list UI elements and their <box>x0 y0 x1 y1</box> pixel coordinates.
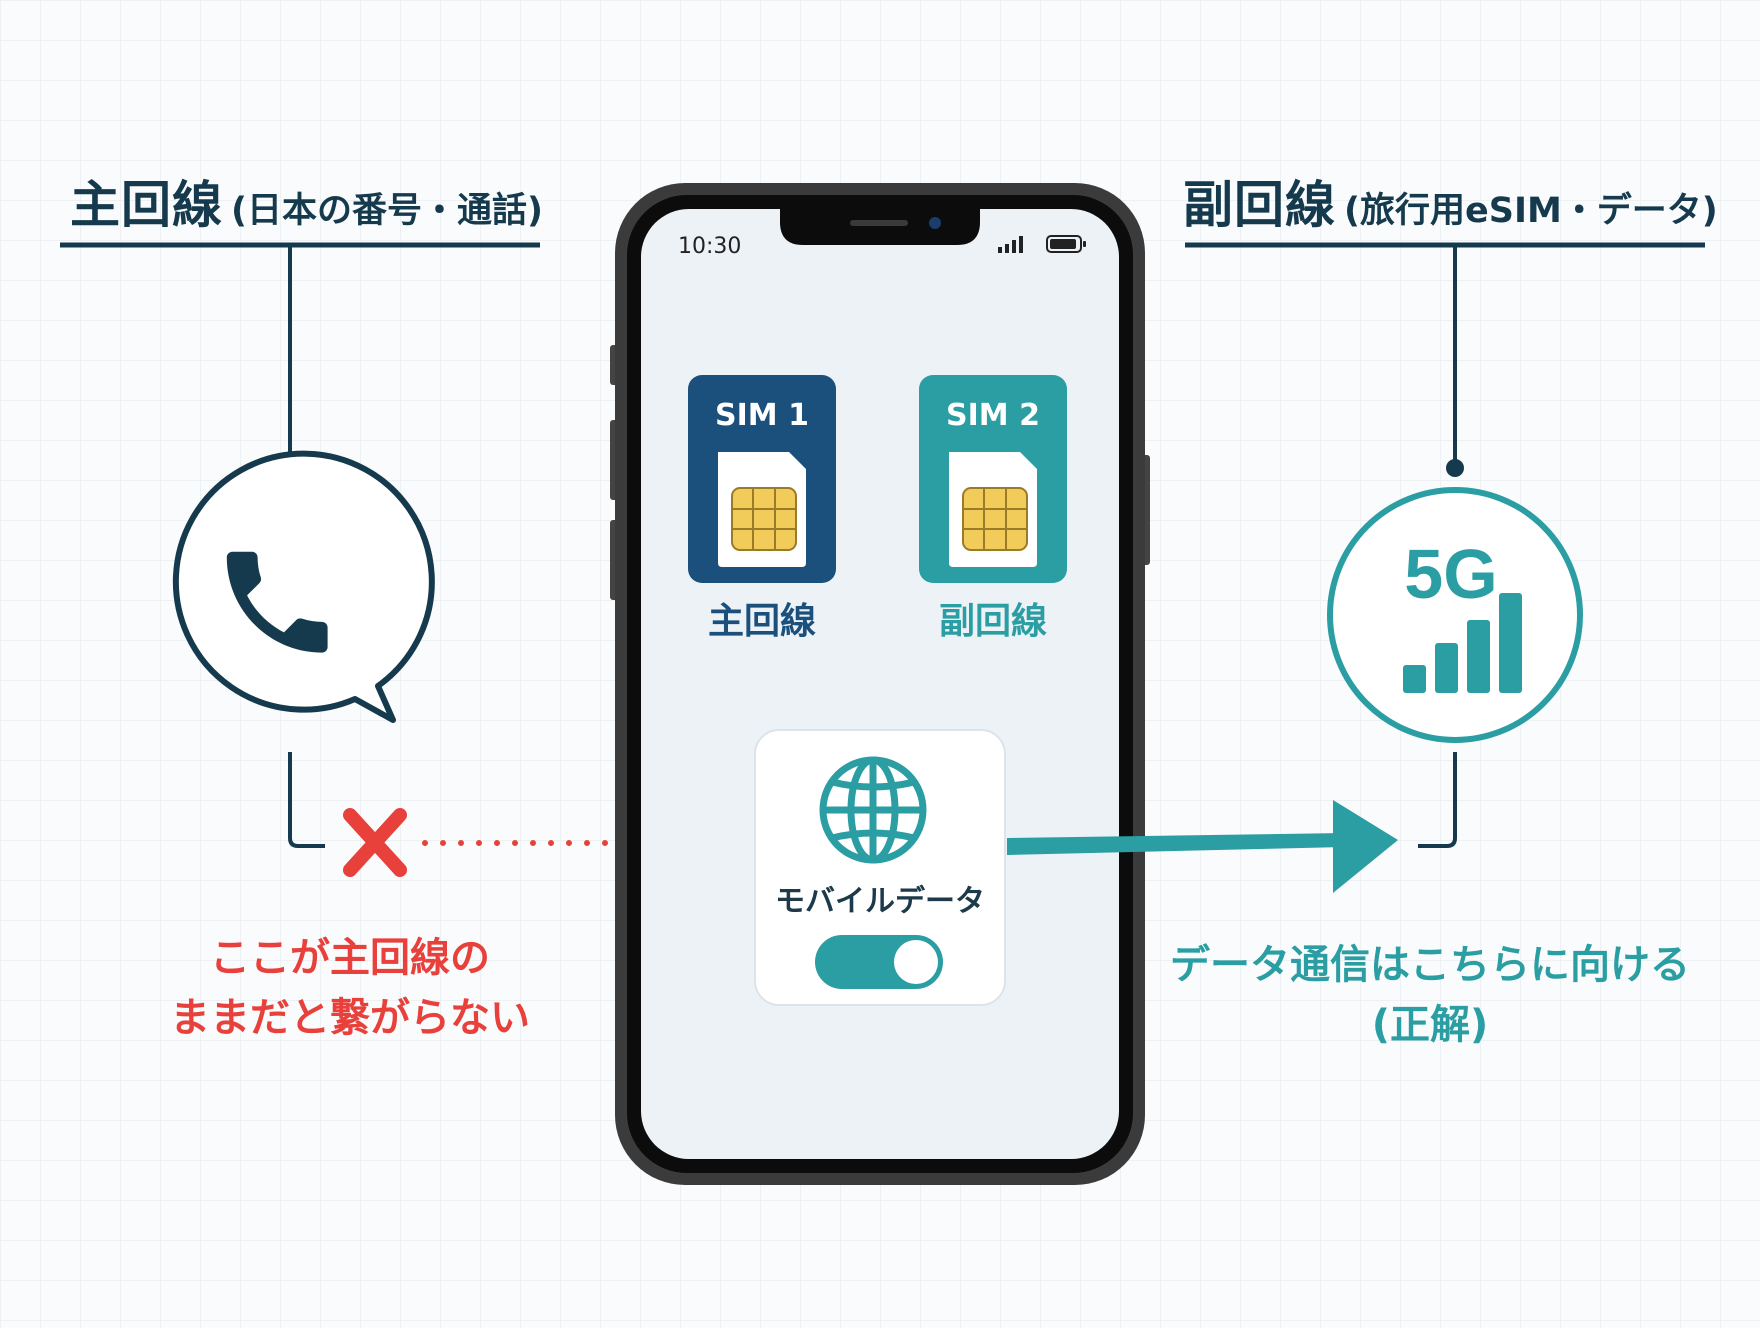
left-connector-bottom <box>288 752 325 848</box>
battery-tip <box>1083 241 1086 247</box>
sim1-label: 主回線 <box>707 601 816 642</box>
battery-icon <box>1046 235 1082 253</box>
note-left-line1: ここが主回線の <box>210 935 490 981</box>
toggle-knob <box>894 940 938 984</box>
mobile-data-card <box>754 729 1006 1006</box>
sim-chip-2 <box>962 487 1028 551</box>
cell-bar-3 <box>1012 240 1016 253</box>
sim2-title: SIM 2 <box>946 398 1040 433</box>
phone-screen <box>641 209 1119 1159</box>
note-left: ここが主回線の ままだと繋がらない <box>120 928 580 1048</box>
front-camera <box>929 217 941 229</box>
teal-arrow <box>1007 800 1398 893</box>
globe-icon <box>819 756 927 864</box>
cell-bar-1 <box>998 247 1002 253</box>
battery-level <box>1050 239 1076 249</box>
cell-bar-4 <box>1019 236 1023 253</box>
signal-5g-icon <box>1327 487 1583 743</box>
heading-sub-line-title: 副回線 <box>1183 176 1336 234</box>
note-right: データ通信はこちらに向ける (正解) <box>1150 935 1710 1055</box>
phone-speaker <box>850 220 908 226</box>
mobile-data-toggle[interactable] <box>815 935 943 989</box>
status-time: 10:30 <box>678 234 742 259</box>
mobile-data-label: モバイルデータ <box>775 884 985 919</box>
sim-chip-1 <box>731 487 797 551</box>
signal-bar-1 <box>1403 665 1426 693</box>
cell-bar-2 <box>1005 244 1009 253</box>
sim1-title: SIM 1 <box>715 398 809 433</box>
signal-bar-4 <box>1499 593 1522 693</box>
heading-main-line: 主回線 (日本の番号・通話) <box>70 165 543 237</box>
smartphone <box>610 183 1150 1185</box>
sim2-label: 副回線 <box>938 601 1047 642</box>
note-left-line2: ままだと繋がらない <box>170 995 530 1041</box>
signal-bar-2 <box>1435 643 1458 693</box>
phone-bubble-icon <box>172 450 435 723</box>
heading-sub-line: 副回線 (旅行用eSIM・データ) <box>1183 165 1718 237</box>
five-g-label: 5G <box>1404 535 1497 613</box>
right-connector-bottom <box>1418 752 1457 848</box>
right-connector-dot <box>1446 459 1464 477</box>
phone-handset-icon <box>226 551 328 653</box>
signal-bar-3 <box>1467 620 1490 693</box>
note-right-line2: (正解) <box>1371 1002 1489 1048</box>
note-right-line1: データ通信はこちらに向ける <box>1170 942 1690 988</box>
heading-main-line-title: 主回線 <box>70 176 223 234</box>
red-x-icon <box>343 808 407 877</box>
heading-sub-line-subtitle: (旅行用eSIM・データ) <box>1344 191 1718 231</box>
heading-main-line-subtitle: (日本の番号・通話) <box>231 191 543 231</box>
